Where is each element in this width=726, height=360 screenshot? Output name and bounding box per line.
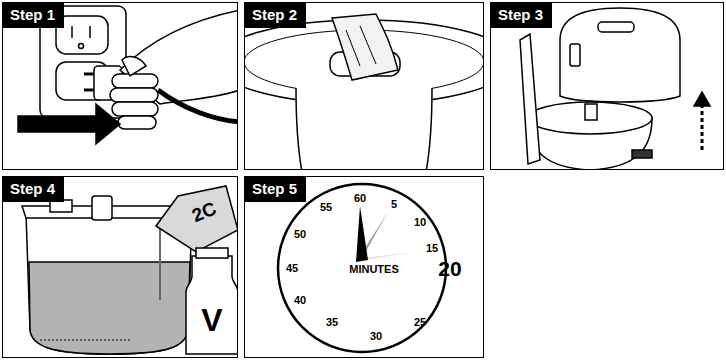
clock-number: 60 [354,193,366,204]
clock-number: 5 [391,199,397,210]
vinegar-bottle [186,256,238,354]
bottle-cap [196,248,228,258]
step-label: Step 4 [3,177,64,202]
clock-number: 45 [286,263,298,274]
clock-number: MINUTES [349,264,399,275]
outlet-slot [89,26,91,38]
plug-prong [84,89,94,92]
humidifier-body [296,88,432,170]
base-bowl [26,214,192,354]
base-rim [528,102,652,134]
power-cord [158,90,238,122]
wipe-illustration [244,14,484,170]
pour-illustration [22,186,238,354]
lift-arrow-head [694,92,710,106]
step-panel: Step 1 [2,2,238,170]
finger [112,74,158,88]
pull-arrow [18,104,120,144]
tank-handle [598,22,634,32]
clock-face [278,184,446,352]
heater-coil [40,340,130,341]
water-tank [560,8,680,102]
tank-window [570,44,580,66]
finger [118,116,156,129]
base-handle [520,34,540,164]
cloth-fold [346,30,360,66]
step-panel: Step 3 [490,2,724,170]
clock-number: 35 [326,317,338,328]
clock-hand-60 [356,206,368,262]
lift-arrow-shaft [701,104,704,150]
lift-illustration [520,8,710,170]
thumb [122,57,146,76]
outlet-ground [79,44,84,49]
step-label: Step 3 [491,3,552,28]
clock-number: 25 [414,317,426,328]
vinegar-water [29,262,190,354]
step-panel: Step 2 [244,2,484,170]
step-label: Step 1 [3,3,64,28]
clock-number: 40 [294,295,306,306]
clock-number: 50 [294,229,306,240]
clock-number: 55 [320,202,332,213]
base-vent [632,150,652,158]
valve-post [585,104,597,120]
clock-number: 10 [414,217,426,228]
cleaning-cloth [332,14,398,80]
finger [110,88,158,102]
plug-prong [84,73,94,76]
outlet-slot [71,26,73,38]
clock-number: 20 [438,258,461,279]
step-label: Step 2 [245,3,306,28]
pour-stream [159,226,161,300]
cloth-fold [360,26,376,64]
step-label: Step 5 [245,177,306,202]
container-marking: V [201,304,222,336]
clock-number: 15 [426,243,438,254]
valve-post [92,196,112,220]
clock-number: 30 [370,331,382,342]
timer-illustration [278,184,446,352]
finger [112,102,158,116]
measuring-cup [156,186,238,252]
